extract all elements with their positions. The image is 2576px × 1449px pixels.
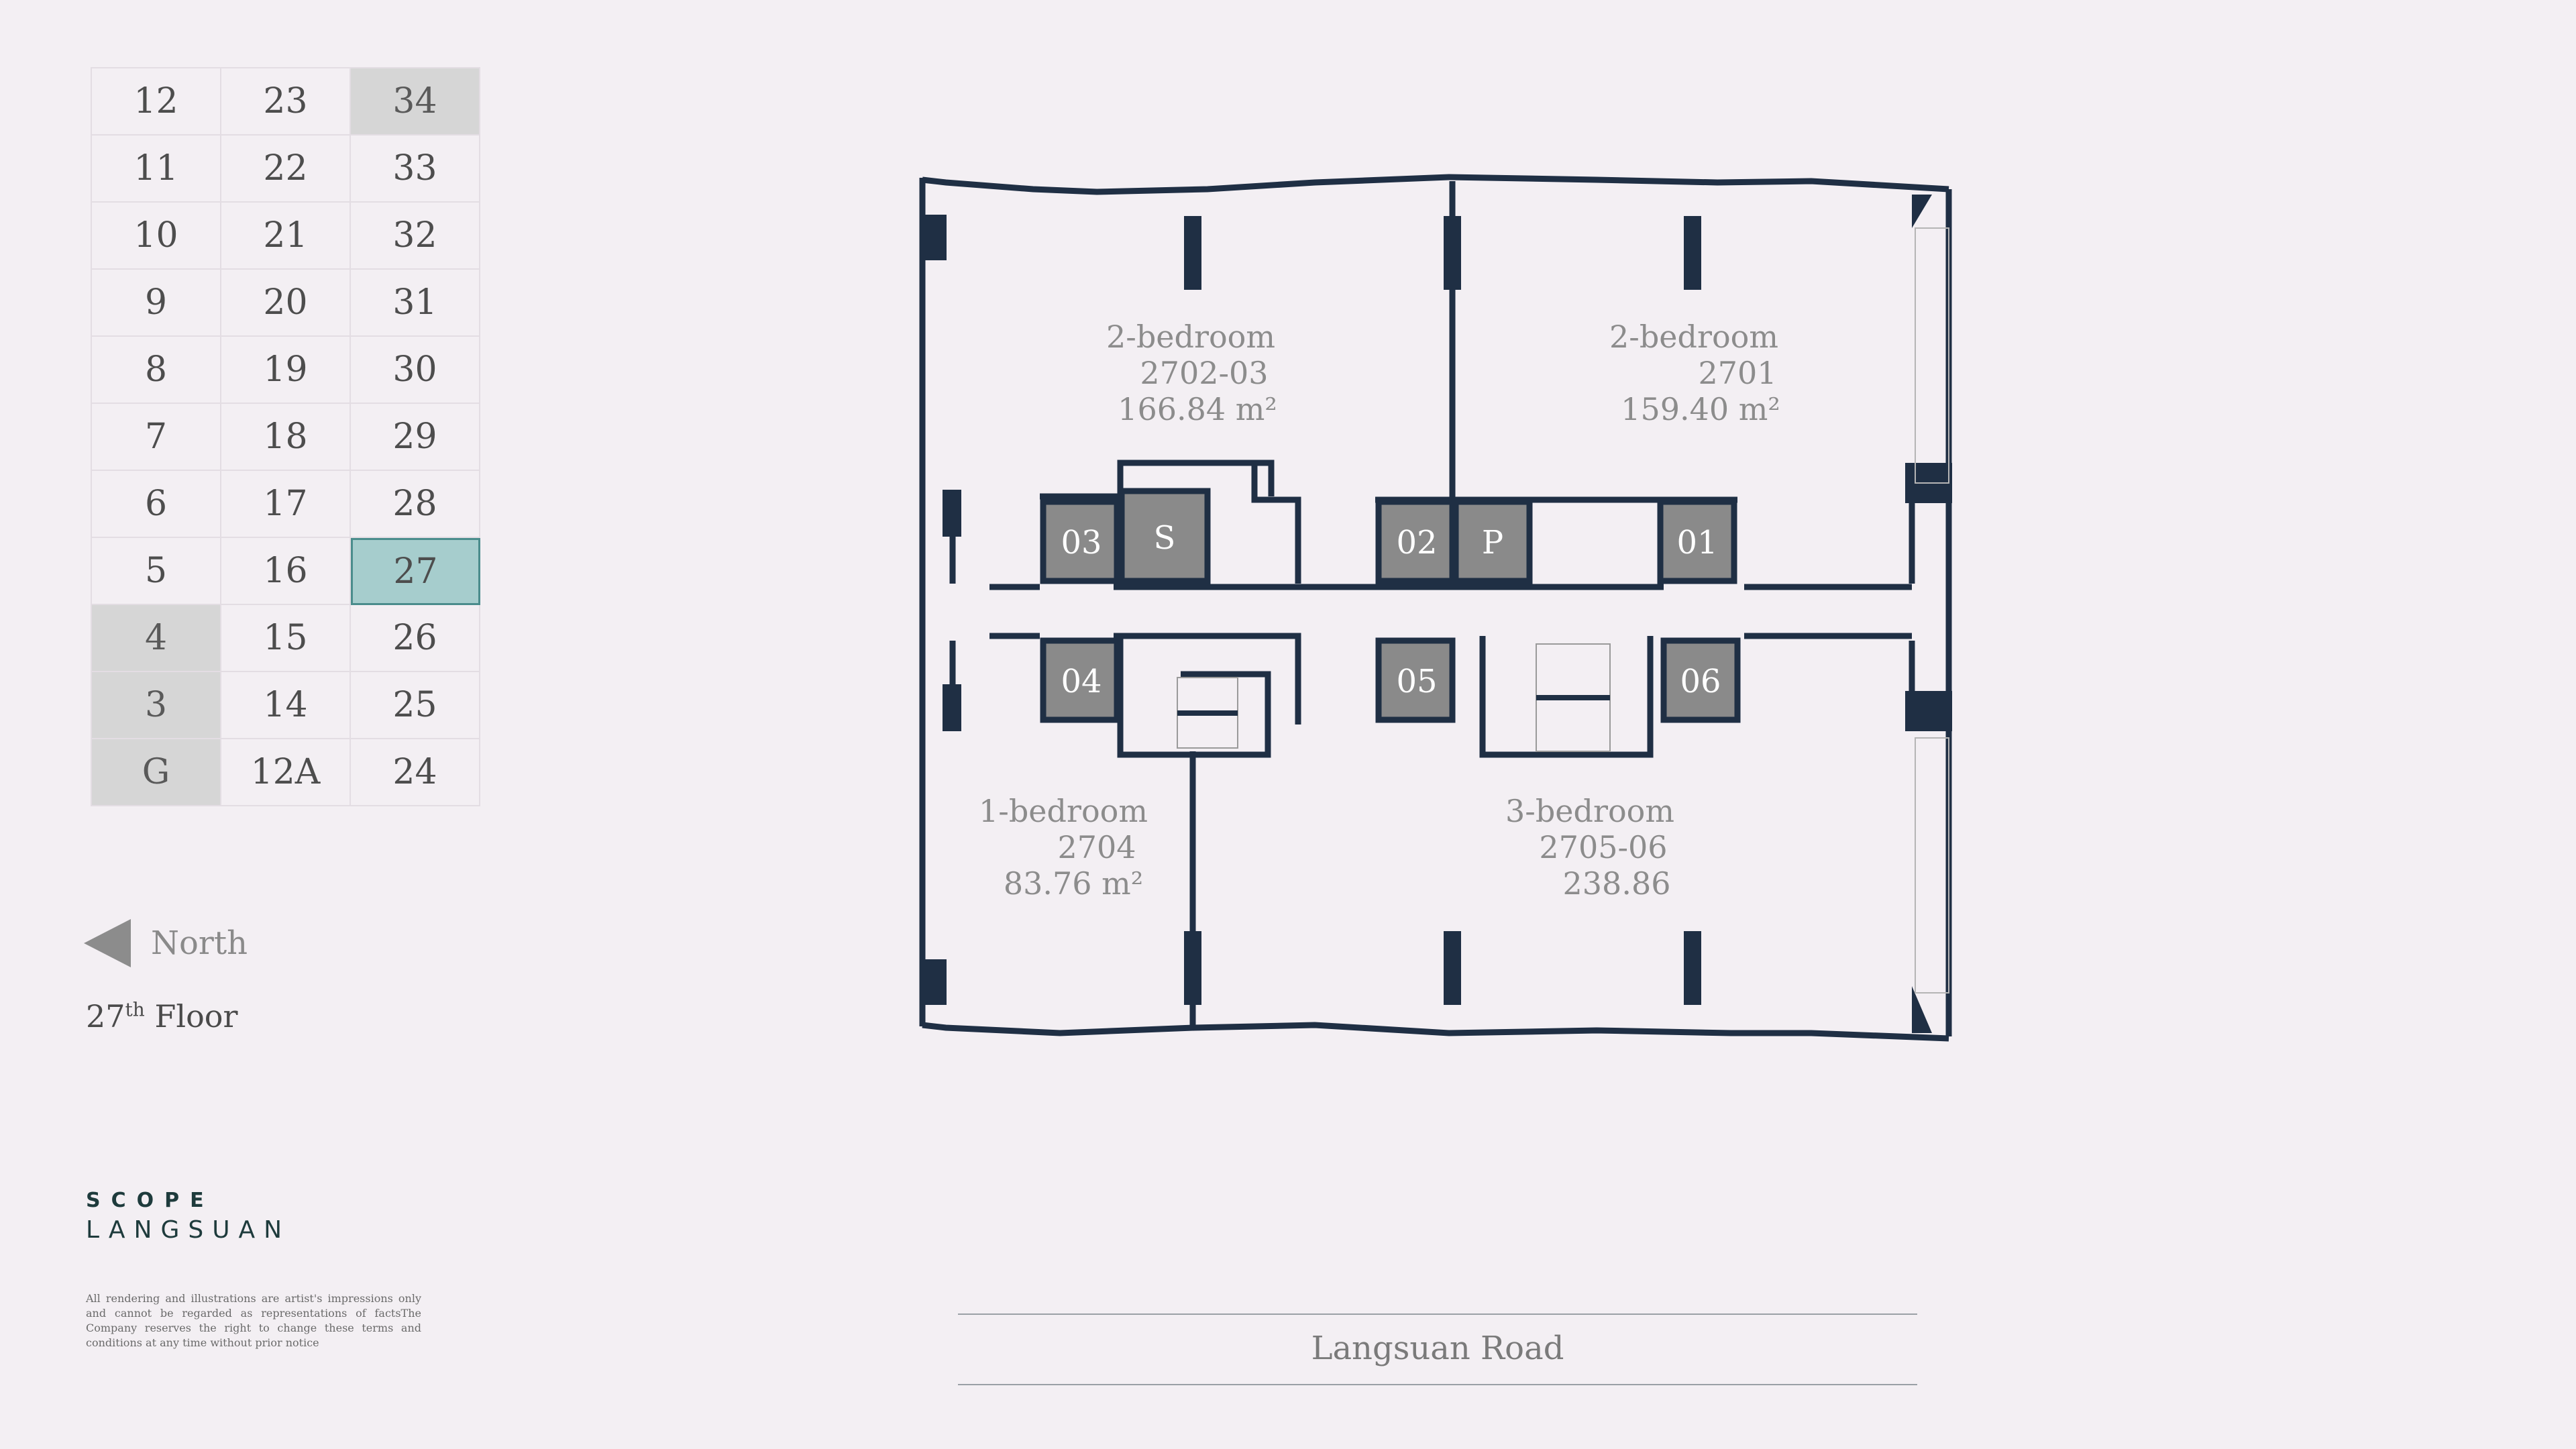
floor-button-28[interactable]: 28 <box>351 471 480 538</box>
floor-button-20[interactable]: 20 <box>221 270 351 337</box>
core-label-04: 04 <box>1061 663 1102 700</box>
floor-button-6[interactable]: 6 <box>92 471 221 538</box>
floor-button-12a[interactable]: 12A <box>221 739 351 806</box>
north-label: North <box>151 924 248 962</box>
unit-number: 2704 <box>1057 829 1136 865</box>
floor-button-33[interactable]: 33 <box>351 136 480 203</box>
floor-button-30[interactable]: 30 <box>351 337 480 404</box>
floor-button-14[interactable]: 14 <box>221 672 351 739</box>
road-line-top <box>958 1313 1917 1315</box>
balcony-right <box>1915 227 1949 994</box>
floor-button-26[interactable]: 26 <box>351 605 480 672</box>
core-boxes <box>1040 488 1741 723</box>
core-label-s: S <box>1154 519 1176 557</box>
core-label-05: 05 <box>1396 663 1437 700</box>
floor-button-3[interactable]: 3 <box>92 672 221 739</box>
floor-button-8[interactable]: 8 <box>92 337 221 404</box>
floor-button-18[interactable]: 18 <box>221 404 351 471</box>
unit-number: 2702-03 <box>1140 355 1268 391</box>
road-line-bottom <box>958 1384 1917 1385</box>
core-box-02 <box>1375 498 1456 584</box>
floor-button-11[interactable]: 11 <box>92 136 221 203</box>
floor-button-g[interactable]: G <box>92 739 221 806</box>
floor-word: Floor <box>154 998 238 1034</box>
unit-area: 159.40 m² <box>1621 391 1780 427</box>
brand-logo: SCOPE LANGSUAN <box>86 1189 290 1244</box>
core-box-05 <box>1375 637 1456 723</box>
floor-button-12[interactable]: 12 <box>92 68 221 136</box>
unit-number: 2701 <box>1698 355 1776 391</box>
core-box-s <box>1118 488 1211 584</box>
floor-suffix: th <box>125 998 145 1021</box>
floor-button-19[interactable]: 19 <box>221 337 351 404</box>
floor-button-22[interactable]: 22 <box>221 136 351 203</box>
unit-type: 2-bedroom <box>1106 319 1275 355</box>
unit-type: 3-bedroom <box>1505 793 1674 829</box>
unit-type: 2-bedroom <box>1609 319 1778 355</box>
unit-2701-label: 2-bedroom 2701 159.40 m² <box>1609 319 1780 427</box>
core-box-03 <box>1040 498 1120 584</box>
floor-number: 27 <box>86 998 125 1034</box>
floor-button-32[interactable]: 32 <box>351 203 480 270</box>
brand-line-2: LANGSUAN <box>86 1216 291 1244</box>
core-labels: 03 S 02 P 01 04 05 06 <box>1061 519 1721 700</box>
floor-button-17[interactable]: 17 <box>221 471 351 538</box>
unit-area: 83.76 m² <box>1004 865 1143 902</box>
unit-2705-06-label: 3-bedroom 2705-06 238.86 <box>1505 793 1674 902</box>
floor-button-27[interactable]: 27 <box>351 538 480 605</box>
core-box-p <box>1452 498 1533 584</box>
core-box-01 <box>1657 498 1737 584</box>
unit-area: 238.86 <box>1563 865 1671 902</box>
disclaimer-text: All rendering and illustrations are arti… <box>86 1292 421 1349</box>
unit-2702-03-label: 2-bedroom 2702-03 166.84 m² <box>1106 319 1277 427</box>
unit-area: 166.84 m² <box>1118 391 1277 427</box>
core-label-01: 01 <box>1676 524 1717 561</box>
brand-line-1: SCOPE <box>86 1189 215 1212</box>
core-label-06: 06 <box>1680 663 1721 700</box>
core-label-03: 03 <box>1061 524 1102 561</box>
floor-title: 27th Floor <box>86 998 237 1034</box>
core-label-p: P <box>1482 524 1503 561</box>
stair-lines <box>1177 643 1611 752</box>
unit-type: 1-bedroom <box>979 793 1148 829</box>
floor-button-24[interactable]: 24 <box>351 739 480 806</box>
floor-button-31[interactable]: 31 <box>351 270 480 337</box>
floor-button-15[interactable]: 15 <box>221 605 351 672</box>
floor-button-9[interactable]: 9 <box>92 270 221 337</box>
floor-button-4[interactable]: 4 <box>92 605 221 672</box>
core-box-04 <box>1040 637 1120 723</box>
core-box-06 <box>1660 637 1741 723</box>
unit-2704-label: 1-bedroom 2704 83.76 m² <box>979 793 1148 902</box>
plan-columns <box>922 195 1952 1033</box>
plan-walls <box>919 174 1952 1042</box>
floor-button-25[interactable]: 25 <box>351 672 480 739</box>
core-label-02: 02 <box>1396 524 1437 561</box>
unit-number: 2705-06 <box>1539 829 1667 865</box>
north-arrow-icon <box>84 919 131 967</box>
floor-button-7[interactable]: 7 <box>92 404 221 471</box>
floor-button-10[interactable]: 10 <box>92 203 221 270</box>
north-indicator: North <box>84 919 248 967</box>
floor-button-16[interactable]: 16 <box>221 538 351 605</box>
floor-button-5[interactable]: 5 <box>92 538 221 605</box>
road-label: Langsuan Road <box>1311 1330 1564 1367</box>
floor-button-29[interactable]: 29 <box>351 404 480 471</box>
floor-button-23[interactable]: 23 <box>221 68 351 136</box>
floor-button-34[interactable]: 34 <box>351 68 480 136</box>
floor-button-21[interactable]: 21 <box>221 203 351 270</box>
